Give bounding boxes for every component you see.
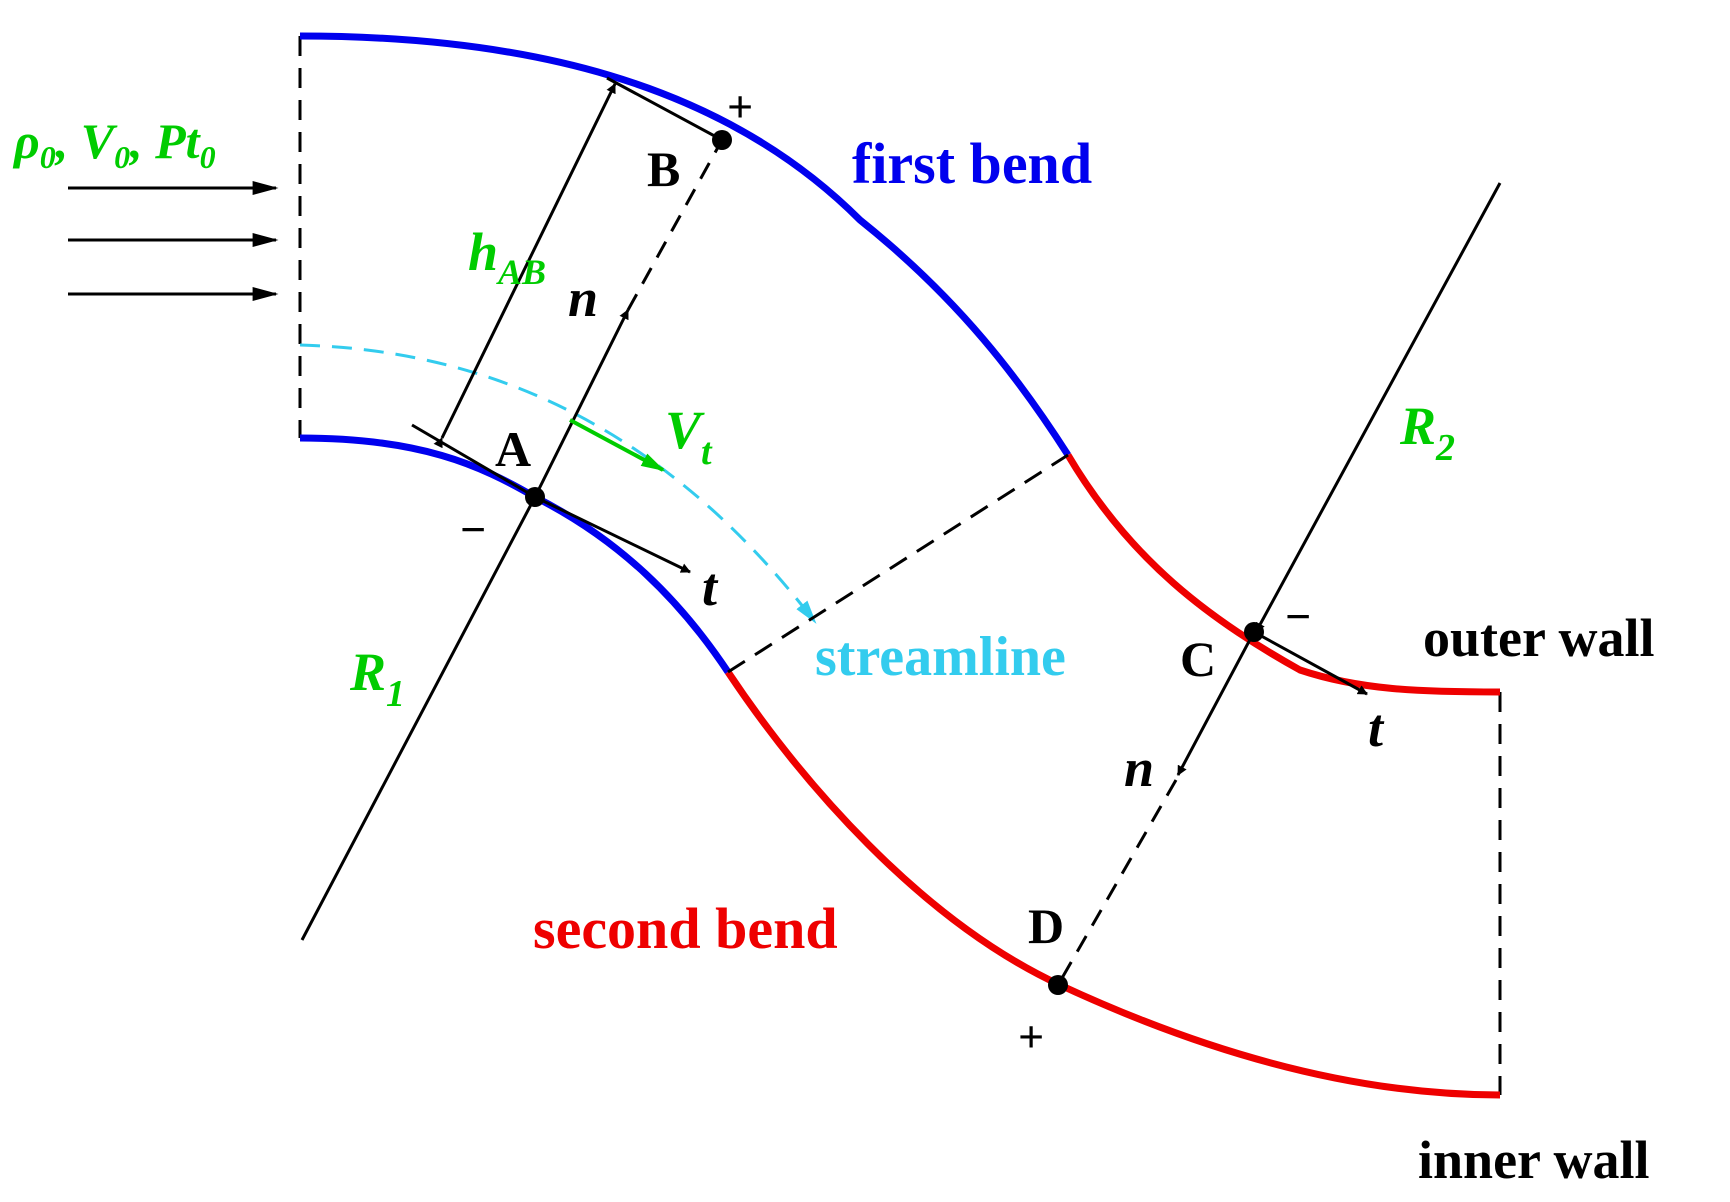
inner-wall-label: inner wall — [1418, 1130, 1650, 1190]
tangent-at-b — [606, 76, 723, 142]
point-d-label: D — [1028, 898, 1064, 954]
inner-wall-second-bend — [725, 670, 1501, 1099]
n-vector-a — [533, 309, 630, 498]
point-b-label: B — [647, 141, 680, 197]
r2-label: R2 — [1399, 396, 1455, 469]
point-a-label: A — [495, 421, 531, 477]
plus-sign-b: + — [727, 81, 753, 132]
h-ab-label: hAB — [468, 222, 546, 292]
point-c-label: C — [1180, 631, 1216, 687]
r1-radial-line — [300, 496, 537, 941]
r2-radial-line — [1254, 182, 1502, 633]
point-a-dot — [525, 487, 545, 507]
outer-wall-first-bend — [299, 32, 1071, 457]
r1-label: R1 — [349, 642, 405, 715]
outer-wall-label: outer wall — [1423, 608, 1654, 668]
t-label-c: t — [1368, 698, 1385, 758]
tangent-at-a — [411, 423, 531, 496]
streamline-label: streamline — [815, 626, 1066, 688]
outer-wall-second-bend — [1064, 453, 1501, 696]
t-vector-a — [534, 495, 691, 574]
t-vector-c — [1253, 630, 1368, 696]
plus-sign-d: + — [1018, 1011, 1044, 1062]
minus-sign-c: − — [1285, 591, 1311, 642]
minus-sign-a: − — [460, 504, 486, 555]
vt-vector — [569, 418, 666, 472]
point-d-dot — [1048, 975, 1068, 995]
streamline-curve — [299, 343, 817, 624]
n-vector-c — [1176, 631, 1256, 776]
first-bend-label: first bend — [852, 131, 1092, 196]
second-bend-label: second bend — [533, 896, 838, 961]
t-label-a: t — [702, 557, 719, 617]
n-label-c: n — [1124, 738, 1154, 798]
point-b-dot — [712, 130, 732, 150]
vt-label: Vt — [665, 400, 713, 473]
n-label-a: n — [568, 268, 598, 328]
inlet-conditions-label: ρ0, V0, Pt0 — [12, 113, 216, 175]
bend-junction-line — [727, 453, 1069, 674]
point-c-dot — [1244, 622, 1264, 642]
cd-dashed-line — [1056, 779, 1178, 986]
h-ab-dimension — [433, 83, 617, 449]
ab-dashed-line — [626, 139, 724, 311]
